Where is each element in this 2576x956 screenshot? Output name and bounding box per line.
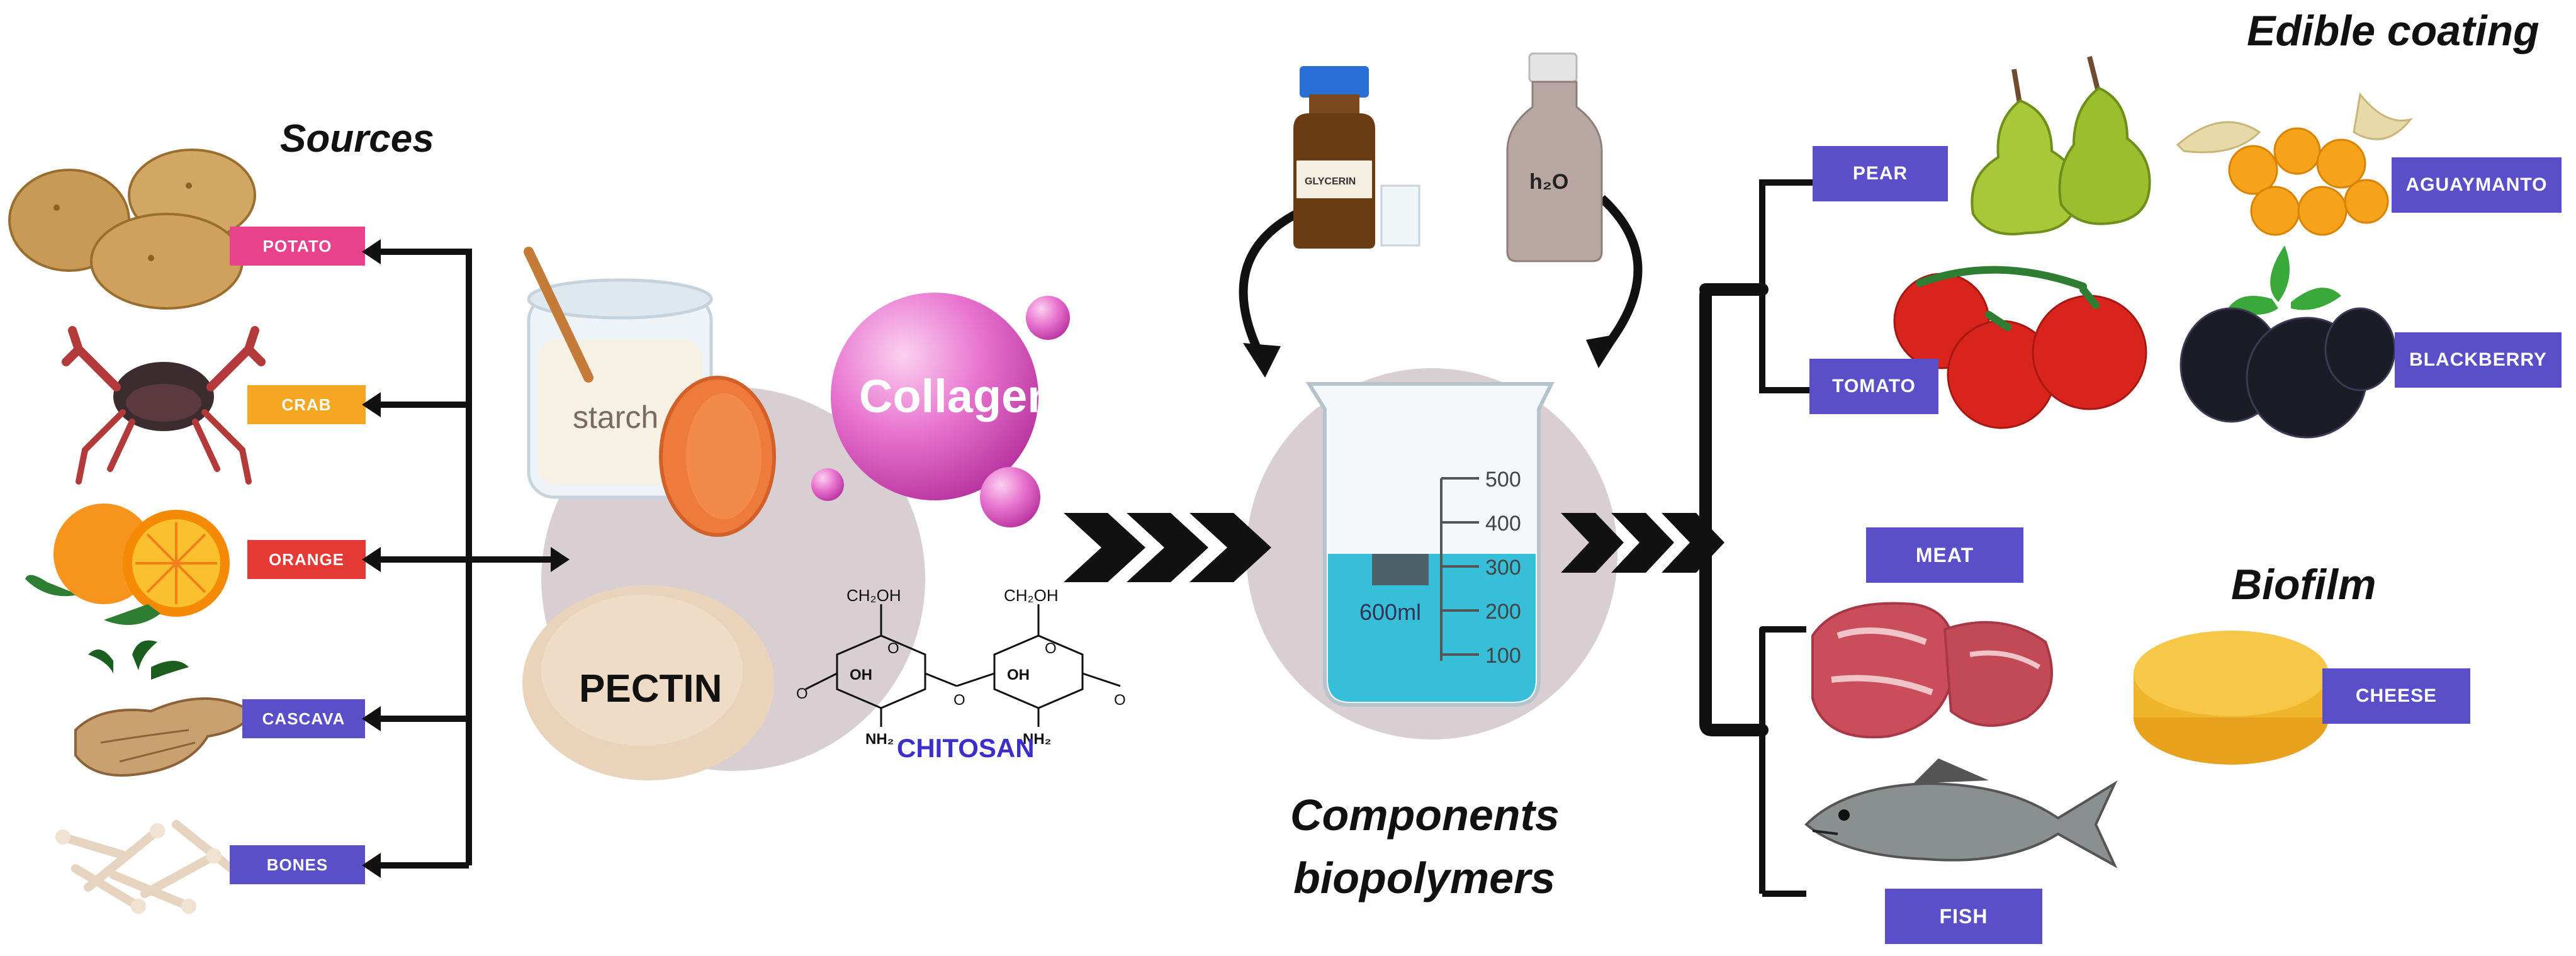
- orange-image: [25, 503, 230, 625]
- pectin-image: PECTIN: [522, 585, 774, 780]
- biofilm-heading: Biofilm: [2231, 561, 2376, 609]
- glycerin-bottle: GLYCERIN: [1293, 66, 1420, 249]
- potato-image: [8, 149, 256, 310]
- sources-heading: Sources: [280, 117, 434, 160]
- beaker-mark-100: 100: [1485, 644, 1521, 668]
- outcome-main-bracket: [1699, 283, 1769, 736]
- fish-image: [1804, 758, 2118, 869]
- water-label: h₂O: [1529, 170, 1568, 194]
- collagen-bubbles: Collagen: [811, 293, 1070, 527]
- source-tag-bones: BONES: [230, 845, 365, 884]
- biofilm-tag-meat: MEAT: [1866, 527, 2023, 583]
- bones-image: [55, 820, 247, 914]
- beaker-mark-400: 400: [1485, 512, 1521, 536]
- starch-label: starch: [573, 400, 658, 435]
- beaker-volume: 600ml: [1359, 599, 1421, 625]
- chitosan-o-2: O: [1045, 640, 1057, 657]
- coating-tag-blackberry: BLACKBERRY: [2395, 332, 2562, 388]
- beaker-mark-500: 500: [1485, 468, 1521, 492]
- components-heading-line1: Components: [1290, 790, 1560, 840]
- collagen-label: Collagen: [859, 370, 1055, 422]
- biofilm-tag-cheese: CHEESE: [2322, 668, 2470, 724]
- source-tag-crab: CRAB: [247, 385, 366, 424]
- components-heading-line2: biopolymers: [1293, 853, 1556, 903]
- pear-image: [1971, 56, 2151, 235]
- beaker-mark-200: 200: [1485, 600, 1521, 624]
- beaker-mark-300: 300: [1485, 556, 1521, 580]
- orange-disc-image: [659, 376, 776, 537]
- source-tag-orange: ORANGE: [247, 540, 366, 579]
- source-tag-potato: POTATO: [230, 227, 365, 266]
- blackberry-image: [2179, 245, 2396, 439]
- coating-tag-aguaymanto: AGUAYMANTO: [2392, 157, 2562, 213]
- chitosan-oh-2: OH: [1007, 666, 1030, 683]
- beaker: 500 400 300 200 100 600ml: [1305, 382, 1555, 707]
- pectin-label: PECTIN: [579, 667, 722, 711]
- coating-tag-tomato: TOMATO: [1809, 359, 1938, 414]
- chitosan-structure: CH₂OH CH₂OH O O OH OH NH₂ NH₂ O O O: [796, 586, 1126, 748]
- cheese-image: [2134, 631, 2329, 765]
- source-tag-cascava: CASCAVA: [242, 699, 365, 738]
- chitosan-o-1: O: [887, 640, 899, 657]
- chitosan-nh2-2: NH₂: [1023, 731, 1051, 748]
- chevrons-to-components: [1064, 513, 1271, 582]
- chitosan-nh2-1: NH₂: [865, 731, 894, 748]
- chitosan-ch2oh-1: CH₂OH: [846, 586, 901, 605]
- edible-coating-heading: Edible coating: [2247, 7, 2539, 55]
- water-bottle: h₂O: [1506, 52, 1603, 262]
- chitosan-oh-1: OH: [850, 666, 872, 683]
- aguaymanto-image: [2176, 92, 2413, 236]
- chitosan-label: CHITOSAN: [897, 733, 1035, 763]
- chitosan-o-5: O: [1114, 692, 1126, 709]
- chitosan-o-3: O: [796, 685, 808, 702]
- chitosan-o-4: O: [953, 692, 965, 709]
- chitosan-ch2oh-2: CH₂OH: [1004, 586, 1059, 605]
- meat-image: [1811, 602, 2053, 739]
- crab-image: [62, 326, 266, 485]
- chevrons-to-outcomes: [1561, 513, 1724, 573]
- coating-tag-pear: PEAR: [1813, 146, 1948, 201]
- arrow-water-to-beaker: [1598, 194, 1643, 356]
- tomato-image: [1893, 266, 2147, 429]
- arrow-glycerin-to-beaker: [1239, 203, 1311, 361]
- biofilm-tag-fish: FISH: [1885, 889, 2042, 944]
- cascava-image: [74, 640, 254, 777]
- glycerin-label: GLYCERIN: [1305, 176, 1356, 187]
